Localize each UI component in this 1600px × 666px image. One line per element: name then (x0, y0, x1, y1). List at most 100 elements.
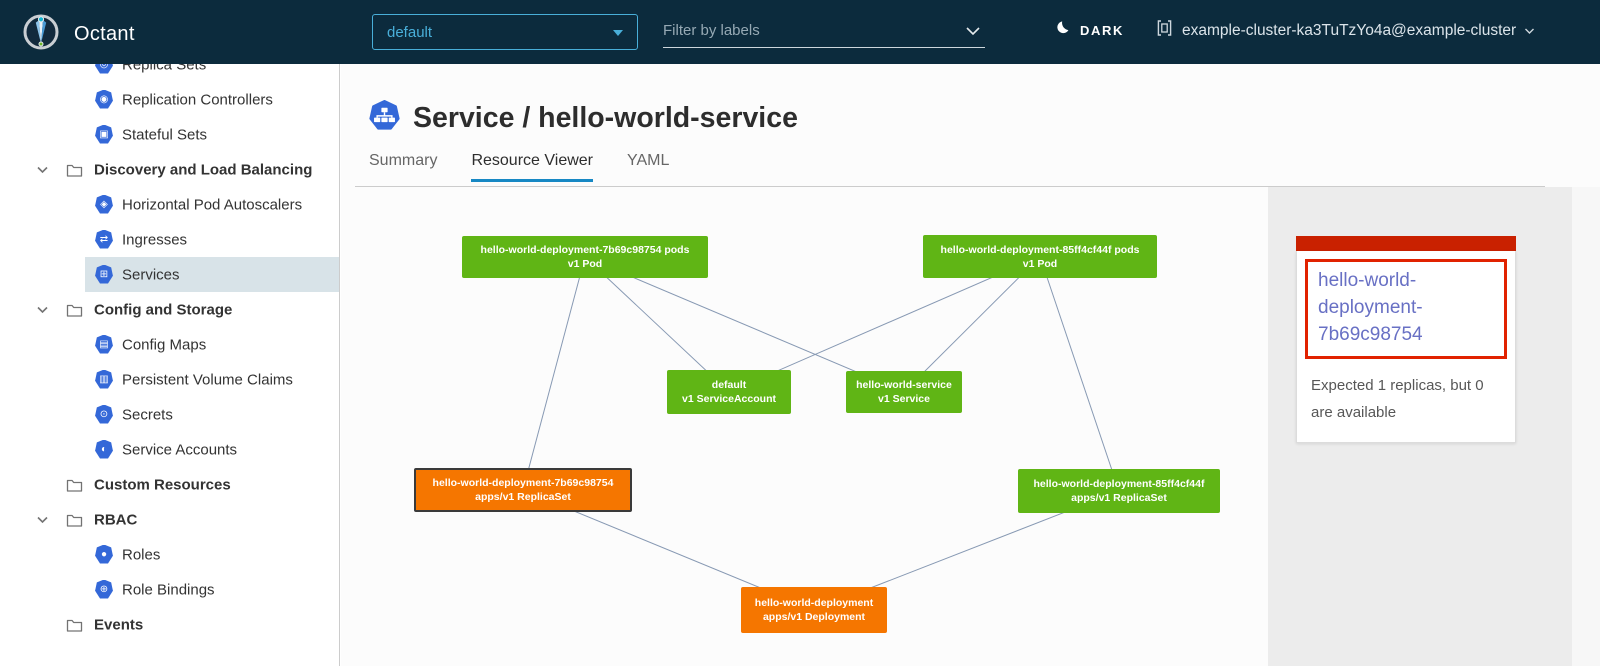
folder-icon (66, 617, 83, 632)
sidebar-item-label: Role Bindings (122, 581, 215, 598)
sidebar-item-label: Services (122, 266, 180, 283)
ingresses-icon: ⇄ (95, 229, 113, 249)
sidebar-item-config-maps[interactable]: ▤ Config Maps (0, 327, 339, 362)
sidebar-item-secrets[interactable]: ⊙Secrets (0, 397, 339, 432)
service-icon (369, 100, 400, 136)
status-card: hello-world-deployment-7b69c98754 Expect… (1296, 236, 1516, 443)
sidebar-item-replica-sets[interactable]: ◎ Replica Sets (0, 64, 339, 82)
app-title: Octant (74, 23, 135, 45)
graph-edge (1039, 256, 1120, 492)
tab-bar: Summary Resource Viewer YAML (369, 152, 669, 182)
folder-icon (66, 512, 83, 527)
sidebar-item-label: Service Accounts (122, 441, 238, 458)
context-selector[interactable]: example-cluster-ka3TuTzYo4a@example-clus… (1156, 19, 1535, 42)
horizontal-pod-autoscalers-icon: ◈ (95, 194, 113, 214)
folder-icon (66, 302, 83, 317)
graph-edge (522, 256, 586, 491)
sidebar-item-custom-resources[interactable]: Custom Resources (0, 467, 339, 502)
label-filter (663, 16, 985, 48)
status-card-accent (1296, 236, 1516, 251)
sidebar-item-label: RBAC (94, 511, 138, 528)
sidebar-item-label: Config Maps (122, 336, 207, 353)
chevron-down-icon[interactable] (36, 165, 49, 174)
graph-node-kind: v1 Pod (567, 258, 603, 270)
main-content: Service / hello-world-service Summary Res… (341, 64, 1600, 666)
theme-toggle[interactable]: DARK (1056, 20, 1124, 40)
role-bindings-icon: ⊕ (95, 579, 113, 599)
tab-summary[interactable]: Summary (369, 152, 438, 169)
sidebar-item-label: Persistent Volume Claims (122, 371, 293, 388)
sidebar: ◎ Replica Sets ◉ Replication Controllers ▣St… (0, 64, 340, 666)
stateful-sets-icon: ▣ (95, 124, 113, 144)
sidebar-item-persistent-volume-claims[interactable]: ▥ Persistent Volume Claims (0, 362, 339, 397)
sidebar-item-config-and-storage[interactable]: Config and Storage (0, 292, 339, 327)
sidebar-item-label: Config and Storage (94, 301, 233, 318)
sidebar-item-ingresses[interactable]: ⇄Ingresses (0, 222, 339, 257)
graph-node-kind: apps/v1 ReplicaSet (1071, 492, 1167, 504)
sidebar-item-label: Replication Controllers (122, 91, 273, 108)
sidebar-item-roles[interactable]: ● Roles (0, 537, 339, 572)
graph-node-label: hello-world-service (856, 379, 952, 391)
sidebar-item-replication-controllers[interactable]: ◉ Replication Controllers (0, 82, 339, 117)
status-card-title-box: hello-world-deployment-7b69c98754 (1305, 259, 1507, 359)
replica-sets-icon: ◎ (95, 64, 113, 74)
sidebar-item-label: Horizontal Pod Autoscalers (122, 196, 303, 213)
graph-node-label: hello-world-deployment-85ff4cf44f pods (940, 243, 1140, 256)
sidebar-item-service-accounts[interactable]: ◐ Service Accounts (0, 432, 339, 467)
chevron-down-icon[interactable] (36, 515, 49, 524)
sidebar-item-discovery-and-load-balancing[interactable]: Discovery and Load Balancing (0, 152, 339, 187)
sidebar-item-label: Secrets (122, 406, 173, 423)
replication-controllers-icon: ◉ (95, 89, 113, 109)
sidebar-item-services[interactable]: ⊞ Services (0, 257, 339, 292)
page-title: Service / hello-world-service (413, 101, 798, 134)
services-icon: ⊞ (95, 264, 113, 284)
graph-node-label: hello-world-deployment-7b69c98754 (432, 477, 614, 489)
graph-node-label: hello-world-deployment-7b69c98754 pods (480, 244, 690, 256)
graph-node-service-hello-world[interactable]: hello-world-service v1 Service (846, 371, 962, 413)
status-card-title-link[interactable]: hello-world-deployment-7b69c98754 (1318, 270, 1423, 345)
sidebar-item-role-bindings[interactable]: ⊕ Role Bindings (0, 572, 339, 607)
graph-node-kind: v1 Service (878, 393, 930, 405)
tab-divider (355, 186, 1545, 187)
context-label: example-cluster-ka3TuTzYo4a@example-clus… (1182, 21, 1517, 39)
graph-node-kind: v1 ServiceAccount (682, 393, 776, 405)
graph-node-replicaset-85ff4cf44f[interactable]: hello-world-deployment-85ff4cf44f apps/v1… (1018, 469, 1220, 513)
moon-icon (1056, 20, 1071, 40)
sidebar-item-rbac[interactable]: RBAC (0, 502, 339, 537)
namespace-selected-value: default (387, 23, 433, 41)
chevron-down-icon[interactable] (36, 305, 49, 314)
sidebar-item-events[interactable]: Events (0, 607, 339, 642)
roles-icon: ● (95, 544, 113, 564)
tab-yaml[interactable]: YAML (627, 152, 670, 169)
graph-node-pods-7b69c98754[interactable]: hello-world-deployment-7b69c98754 pods v1… (462, 236, 708, 278)
kubeconfig-icon (1156, 19, 1173, 42)
service-accounts-icon: ◐ (95, 439, 113, 459)
config-maps-icon: ▤ (95, 334, 113, 354)
graph-node-label: hello-world-deployment (754, 597, 874, 609)
graph-node-replicaset-7b69c98754[interactable]: hello-world-deployment-7b69c98754 apps/v1… (414, 468, 632, 512)
sidebar-nav: ◎ Replica Sets ◉ Replication Controllers ▣St… (0, 64, 339, 642)
sidebar-item-label: Discovery and Load Balancing (94, 161, 313, 178)
folder-icon (66, 477, 83, 492)
theme-label: DARK (1080, 22, 1124, 38)
graph-node-serviceaccount-default[interactable]: default v1 ServiceAccount (667, 370, 791, 414)
sidebar-item-horizontal-pod-autoscalers[interactable]: ◈ Horizontal Pod Autoscalers (0, 187, 339, 222)
graph-node-label: default (711, 379, 747, 391)
namespace-select[interactable]: default (372, 14, 638, 50)
graph-node-kind: v1 Pod (1022, 257, 1058, 270)
brand[interactable]: Octant (22, 13, 135, 56)
sidebar-item-label: Replica Sets (122, 64, 207, 73)
chevron-down-icon[interactable] (965, 24, 981, 42)
sidebar-item-label: Roles (122, 546, 161, 563)
graph-node-label: hello-world-deployment-85ff4cf44f (1033, 478, 1205, 490)
label-filter-input[interactable] (663, 16, 943, 44)
persistent-volume-claims-icon: ▥ (95, 369, 113, 389)
tab-resource-viewer[interactable]: Resource Viewer (471, 152, 593, 182)
sidebar-item-stateful-sets[interactable]: ▣Stateful Sets (0, 117, 339, 152)
chevron-down-icon (1524, 22, 1535, 40)
detail-panel: hello-world-deployment-7b69c98754 Expect… (1268, 187, 1572, 666)
graph-node-kind: apps/v1 ReplicaSet (475, 491, 571, 503)
